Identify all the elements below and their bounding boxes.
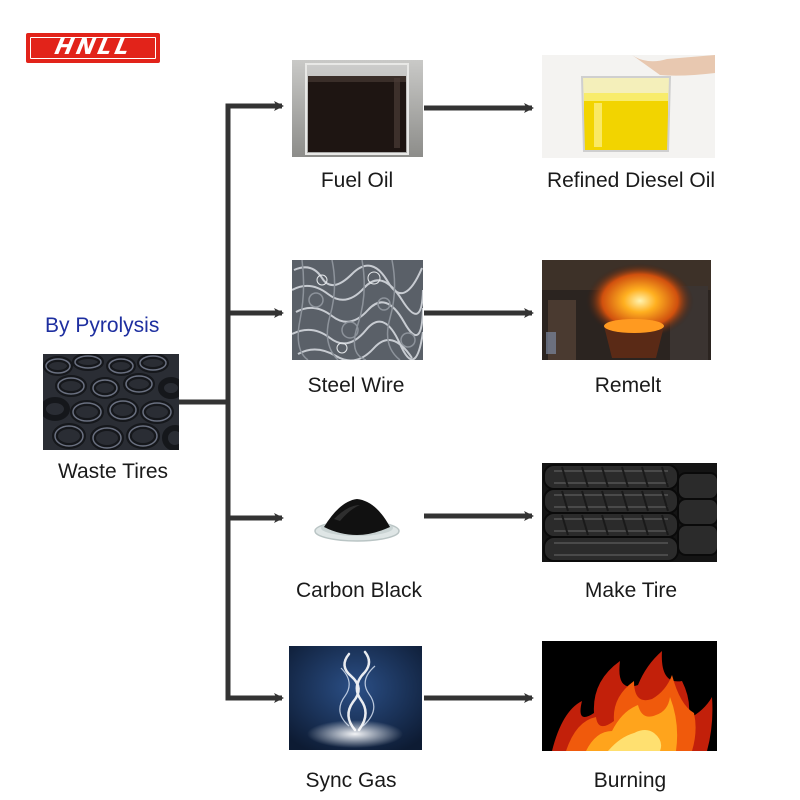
pyrolysis-heading: By Pyrolysis [45,314,160,337]
fuel-oil-beaker-photo [292,60,423,157]
carbon-black-powder-photo [310,495,404,545]
hnll-logo: HNLL [26,33,160,63]
steel-wire-label: Steel Wire [307,374,405,397]
steel-furnace-photo [542,260,711,360]
make-tire-label: Make Tire [584,579,678,602]
waste-tires-label: Waste Tires [57,460,169,483]
steel-wire-photo [292,260,423,360]
logo-border [30,37,156,59]
sync-gas-label: Sync Gas [305,769,397,792]
remelt-label: Remelt [594,374,662,397]
waste-tires-photo [43,354,179,450]
refined-diesel-oil-label: Refined Diesel Oil [546,169,716,192]
fire-flames-photo [542,641,717,751]
burning-label: Burning [593,769,667,792]
fuel-oil-label: Fuel Oil [320,169,394,192]
carbon-black-label: Carbon Black [295,579,423,602]
stacked-tires-photo [542,463,717,562]
diesel-oil-beaker-photo [542,55,715,158]
smoke-gas-photo [289,646,422,750]
